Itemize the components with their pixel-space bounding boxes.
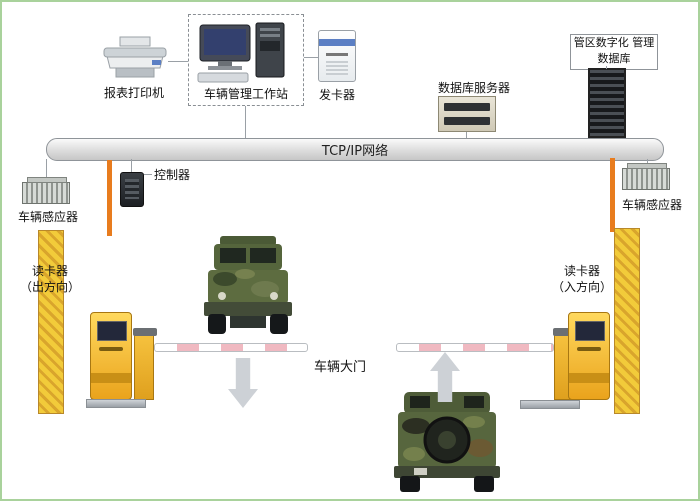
workstation-label: 车辆管理工作站 [203, 87, 288, 102]
wall-left [38, 230, 64, 414]
connector-workstation-network [245, 106, 246, 138]
kiosk-card-slot [99, 347, 123, 351]
connector-workstation-issuer [304, 57, 318, 58]
controller-slots [125, 179, 139, 199]
wall-right [614, 228, 640, 414]
district-database-line2: 管理数据库 [597, 36, 655, 65]
kiosk-screen [575, 321, 605, 341]
controller-icon [120, 172, 144, 207]
card-reader-kiosk-left [90, 312, 132, 400]
database-server-icon [438, 96, 496, 132]
connector-controller-label [144, 174, 152, 175]
card-reader-in-label: 读卡器 （入方向） [542, 264, 622, 295]
vehicle-sensor-left-icon [22, 177, 70, 204]
card-issuer-band [319, 39, 355, 46]
server-slot [444, 103, 490, 111]
orange-line-right [610, 158, 615, 232]
kiosk-screen [97, 321, 127, 341]
barrier-arm-left [154, 343, 308, 352]
gate-base-right [520, 400, 580, 409]
sensor-top-fin [627, 163, 667, 169]
printer-label: 报表打印机 [103, 86, 164, 100]
network-bar: TCP/IP网络 [46, 138, 664, 161]
card-slot [326, 53, 348, 56]
reader-out-line1: 读卡器 [31, 264, 68, 278]
database-server-label: 数据库服务器 [437, 81, 510, 95]
workstation-box: 车辆管理工作站 [188, 14, 304, 106]
workstation-icon [197, 22, 285, 83]
vehicle-sensor-left-label: 车辆感应器 [17, 210, 78, 224]
card-issuer-icon [318, 30, 356, 82]
kiosk-panel [91, 373, 131, 383]
printer-icon [103, 36, 167, 78]
card-reader-out-label: 读卡器 （出方向） [10, 264, 90, 295]
vehicle-rear-icon [394, 392, 500, 492]
orange-line-left [107, 160, 112, 236]
gate-door-label: 车辆大门 [314, 360, 367, 375]
connector-server-network [466, 132, 467, 138]
exit-direction-arrow-icon [228, 358, 258, 408]
reader-out-line2: （出方向） [19, 279, 80, 294]
card-reader-kiosk-right [568, 312, 610, 400]
vehicle-sensor-right-label: 车辆感应器 [621, 198, 682, 212]
server-rack-icon [588, 68, 626, 138]
kiosk-panel [569, 373, 609, 383]
barrier-post-left [133, 328, 157, 400]
reader-in-line1: 读卡器 [563, 264, 600, 278]
gate-base-left [86, 399, 146, 408]
card-issuer-grill [326, 61, 348, 75]
barrier-arm-right [396, 343, 554, 352]
server-slot [444, 117, 490, 125]
controller-label: 控制器 [154, 168, 191, 182]
district-database-line1: 管区数字化 [573, 36, 629, 49]
vehicle-sensor-right-icon [622, 163, 670, 190]
connector-rack-labelbox [606, 66, 607, 69]
sensor-top-fin [27, 177, 67, 183]
card-issuer-label: 发卡器 [318, 88, 355, 102]
connector-network-sensor-left [46, 159, 47, 179]
reader-in-line2: （入方向） [551, 279, 612, 294]
barrier-post-cap [553, 328, 577, 336]
barrier-post-cap [133, 328, 157, 336]
connector-printer-workstation [168, 61, 188, 62]
district-database-label: 管区数字化 管理数据库 [570, 34, 658, 70]
kiosk-card-slot [577, 347, 601, 351]
connector-network-controller [131, 159, 132, 173]
vehicle-front-icon [204, 236, 292, 334]
